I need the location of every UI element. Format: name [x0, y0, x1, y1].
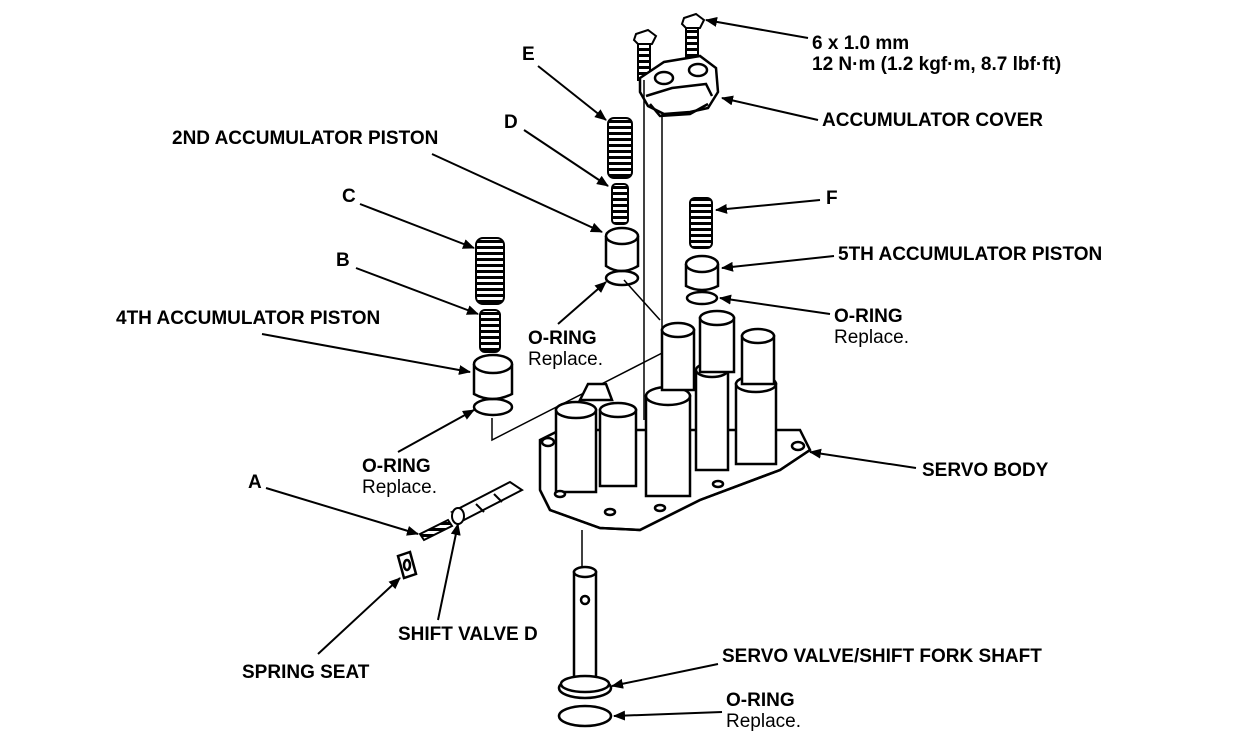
- second-accumulator-piston: [604, 226, 640, 287]
- label-oring-3-note: Replace.: [362, 477, 437, 498]
- spring-c: [475, 237, 505, 305]
- arrow-servo-body: [809, 448, 917, 469]
- spring-seat: [396, 550, 418, 580]
- label-oring-4: O-RING: [726, 690, 795, 711]
- arrow-accumulator-cover: [721, 95, 819, 121]
- arrow-b: [355, 267, 479, 315]
- label-servo-valve: SERVO VALVE/SHIFT FORK SHAFT: [722, 646, 1042, 667]
- arrow-c: [359, 203, 475, 249]
- spring-a: [418, 518, 454, 542]
- label-oring-1-note: Replace.: [528, 349, 603, 370]
- arrow-fourth-piston: [261, 333, 471, 375]
- arrow-a: [265, 487, 419, 536]
- spring-f: [689, 197, 713, 249]
- arrow-oring-4: [613, 710, 723, 721]
- label-oring-2-note: Replace.: [834, 327, 909, 348]
- arrow-servo-valve: [611, 663, 719, 689]
- arrow-e: [537, 65, 607, 121]
- label-f: F: [826, 188, 838, 209]
- servo-body: [538, 309, 812, 532]
- arrow-second-piston: [431, 153, 603, 233]
- label-e: E: [522, 44, 535, 65]
- leader-arrows: [261, 16, 917, 721]
- arrow-oring-1: [557, 281, 607, 325]
- arrow-shift-valve: [437, 523, 461, 621]
- accumulator-cover: [638, 54, 720, 118]
- spring-d: [611, 183, 629, 225]
- label-second-piston: 2ND ACCUMULATOR PISTON: [172, 128, 439, 149]
- label-oring-1: O-RING: [528, 328, 597, 349]
- label-bolt-torque: 12 N·m (1.2 kgf·m, 8.7 lbf·ft): [812, 54, 1062, 75]
- label-accumulator-cover: ACCUMULATOR COVER: [822, 110, 1043, 131]
- label-oring-3: O-RING: [362, 456, 431, 477]
- fifth-accumulator-piston: [684, 254, 720, 306]
- arrow-d: [523, 129, 609, 187]
- arrow-spring-seat: [317, 577, 401, 655]
- guide-lines: [491, 80, 669, 570]
- arrow-f: [715, 199, 821, 214]
- label-a: A: [248, 472, 262, 493]
- label-bolt-size: 6 x 1.0 mm: [812, 33, 910, 54]
- shift-valve-d: [450, 480, 524, 525]
- label-oring-4-note: Replace.: [726, 711, 801, 732]
- label-servo-body: SERVO BODY: [922, 460, 1049, 481]
- label-b: B: [336, 250, 350, 271]
- spring-e: [607, 117, 633, 179]
- arrow-fifth-piston: [721, 255, 835, 272]
- servo-valve-shift-fork-shaft: [557, 565, 613, 728]
- label-fourth-piston: 4TH ACCUMULATOR PISTON: [116, 308, 381, 329]
- label-d: D: [504, 112, 518, 133]
- label-oring-2: O-RING: [834, 306, 903, 327]
- label-fifth-piston: 5TH ACCUMULATOR PISTON: [838, 244, 1103, 265]
- arrow-bolt: [705, 16, 809, 39]
- label-c: C: [342, 186, 356, 207]
- spring-b: [479, 309, 501, 353]
- label-shift-valve: SHIFT VALVE D: [398, 624, 538, 645]
- label-spring-seat: SPRING SEAT: [242, 662, 370, 683]
- fourth-accumulator-piston: [472, 353, 514, 417]
- arrow-oring-2: [719, 294, 831, 315]
- bolt-right: [680, 12, 706, 63]
- arrow-oring-3: [397, 409, 475, 453]
